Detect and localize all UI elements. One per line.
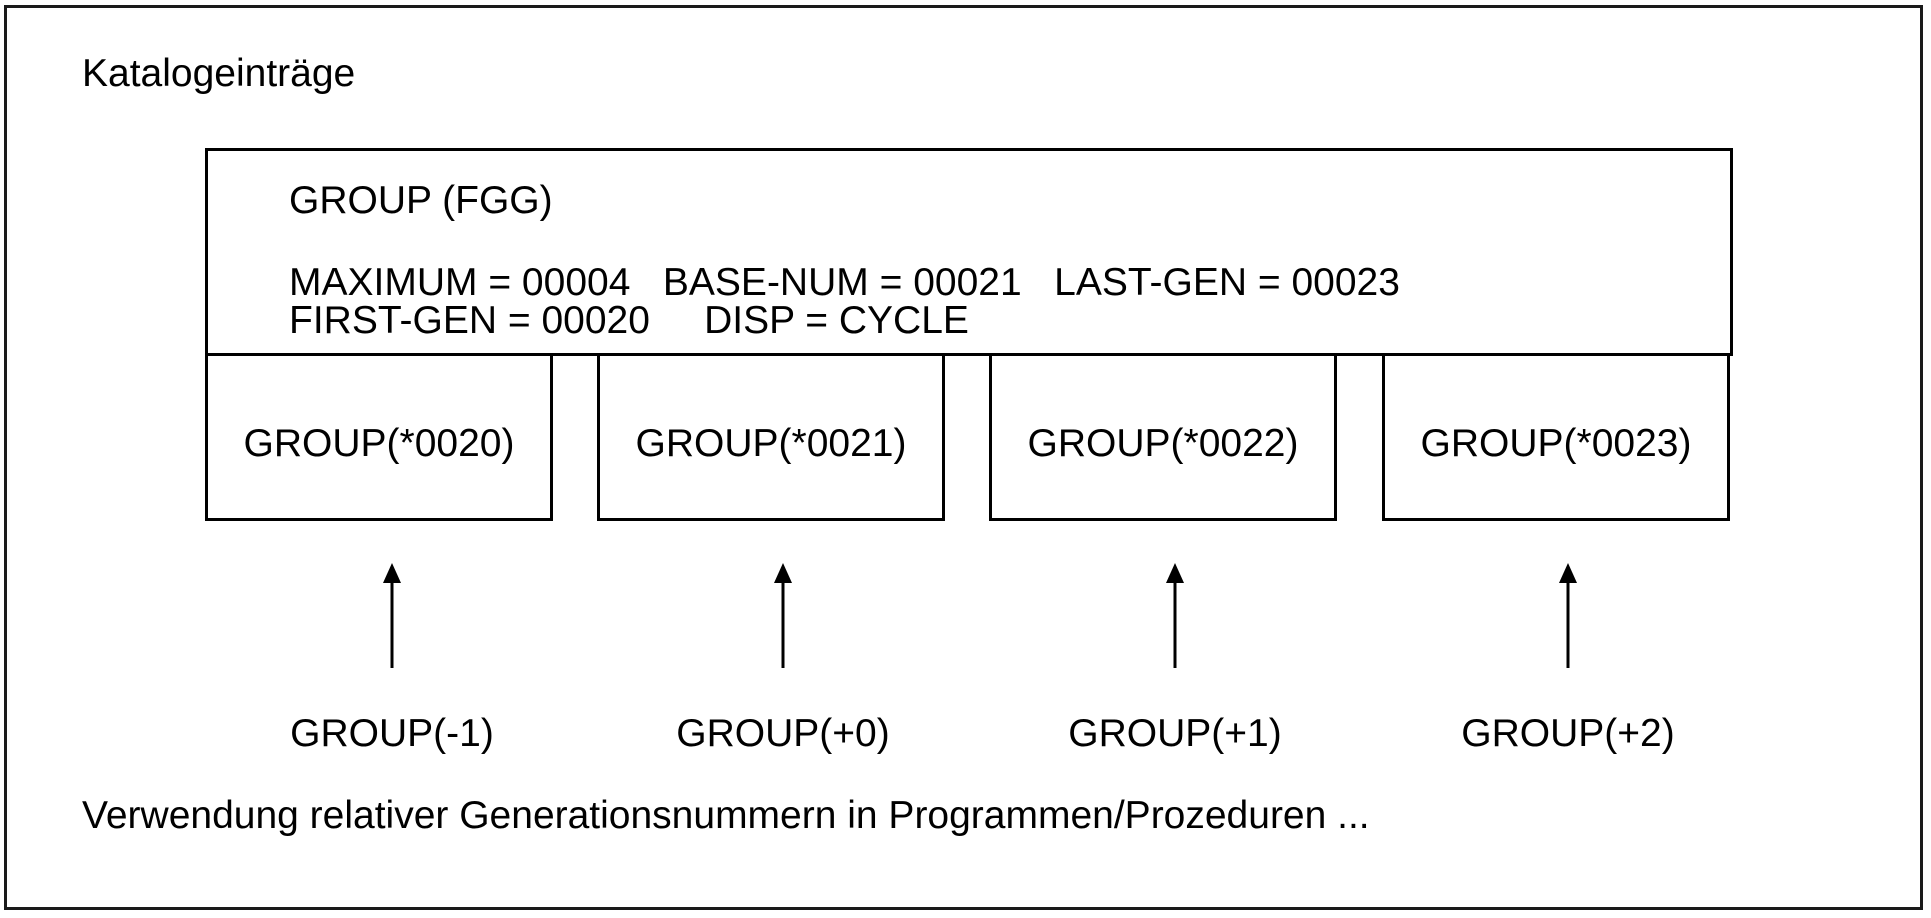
generation-box: GROUP(*0022) <box>989 353 1337 521</box>
group-header-name: GROUP (FGG) <box>289 179 553 222</box>
figure-frame <box>4 5 1923 910</box>
group-header-line-2: FIRST-GEN = 00020 DISP = CYCLE <box>289 299 969 342</box>
generation-box: GROUP(*0023) <box>1382 353 1730 521</box>
group-header-line-1: MAXIMUM = 00004 BASE-NUM = 00021 LAST-GE… <box>289 261 1400 304</box>
arrow-up-icon <box>383 563 401 668</box>
generation-label: GROUP(*0022) <box>1027 422 1299 465</box>
relative-ref-label: GROUP(-1) <box>290 712 494 755</box>
generation-box: GROUP(*0021) <box>597 353 945 521</box>
arrow-up-icon <box>1559 563 1577 668</box>
figure-footer: Verwendung relativer Generationsnummern … <box>82 794 1370 837</box>
arrow-up-icon <box>1166 563 1184 668</box>
figure-title: Katalogeinträge <box>82 52 356 95</box>
generation-label: GROUP(*0023) <box>1420 422 1692 465</box>
relative-ref-label: GROUP(+0) <box>676 712 890 755</box>
relative-ref-label: GROUP(+2) <box>1461 712 1675 755</box>
relative-ref-label: GROUP(+1) <box>1068 712 1282 755</box>
generation-label: GROUP(*0021) <box>635 422 907 465</box>
group-header-box: GROUP (FGG) MAXIMUM = 00004 BASE-NUM = 0… <box>205 148 1733 356</box>
arrow-up-icon <box>774 563 792 668</box>
generation-label: GROUP(*0020) <box>243 422 515 465</box>
generation-box: GROUP(*0020) <box>205 353 553 521</box>
